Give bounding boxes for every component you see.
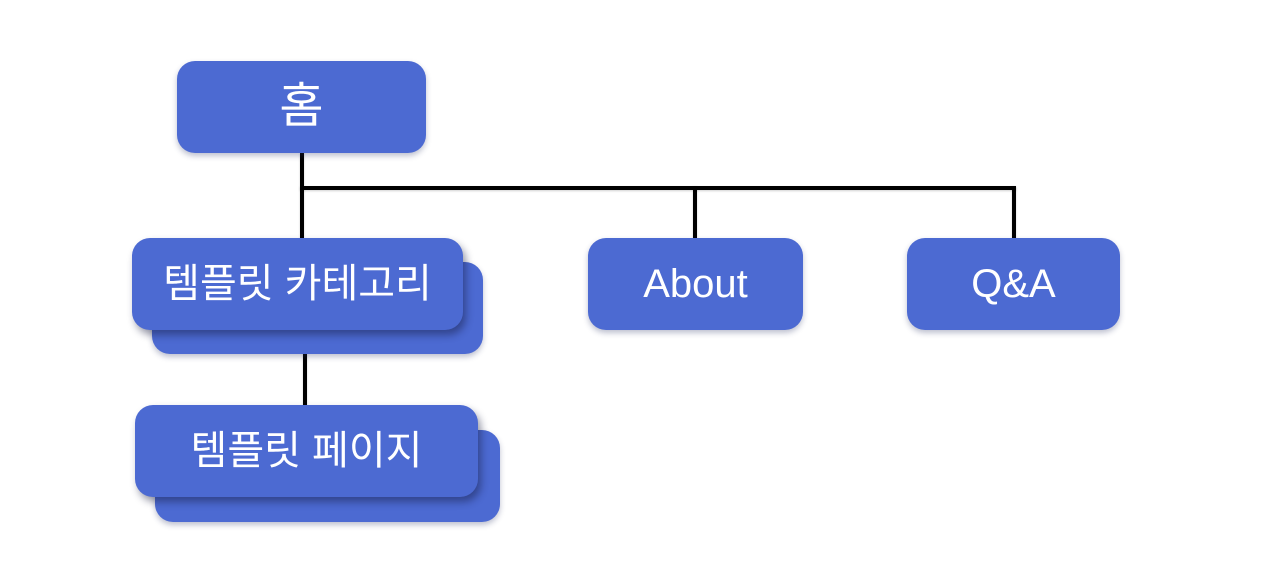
node-home-label: 홈 xyxy=(279,80,324,133)
connector-template-category-to-template-page xyxy=(303,352,307,406)
node-template-category-label: 템플릿 카테고리 xyxy=(163,262,432,306)
node-template-page-label: 템플릿 페이지 xyxy=(190,429,423,473)
node-home: 홈 xyxy=(177,61,426,153)
node-template-category: 템플릿 카테고리 xyxy=(132,238,463,330)
node-about-label: About xyxy=(643,262,748,306)
connector-home-to-template-category xyxy=(300,152,304,238)
connector-branch-to-qa xyxy=(1012,186,1016,240)
node-template-page: 템플릿 페이지 xyxy=(135,405,478,497)
node-about: About xyxy=(588,238,803,330)
node-qa-label: Q&A xyxy=(971,262,1056,306)
node-qa: Q&A xyxy=(907,238,1120,330)
connector-branch-to-about xyxy=(693,186,697,238)
connector-horizontal-branch xyxy=(300,186,1016,190)
